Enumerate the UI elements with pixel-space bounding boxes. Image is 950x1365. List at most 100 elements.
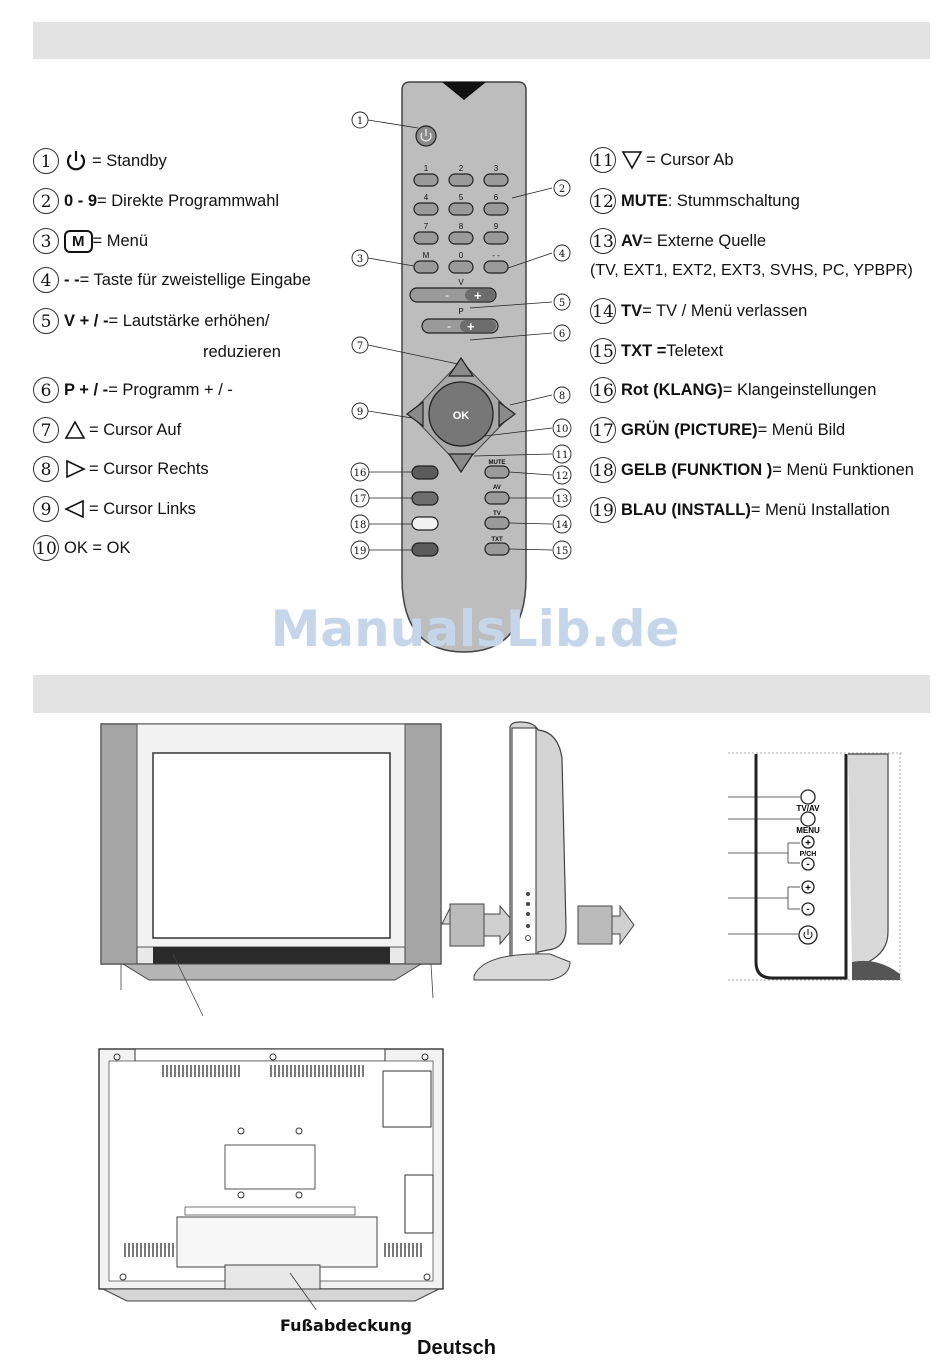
- svg-text:19: 19: [354, 546, 367, 557]
- txt-button: [484, 542, 510, 556]
- legend-number: 19: [590, 497, 616, 523]
- callout-18: [350, 514, 370, 534]
- program-up-side-button: [801, 835, 815, 849]
- legend-number: 17: [590, 417, 616, 443]
- legend-text: OK = OK: [64, 538, 131, 557]
- legend-number: 4: [33, 267, 59, 293]
- legend-text: Teletext: [666, 341, 724, 360]
- legend-text: = Menü Bild: [757, 420, 846, 439]
- svg-text:15: 15: [556, 546, 569, 557]
- rear-connector-panel: [382, 1070, 432, 1128]
- svg-text:4: 4: [559, 249, 565, 260]
- triangle-up-icon: [64, 420, 86, 439]
- tv-button: [484, 516, 510, 530]
- ok-button: [428, 381, 494, 447]
- svg-text:17: 17: [354, 494, 367, 505]
- legend-key: V + / -: [64, 311, 109, 330]
- volume-up-key: [465, 289, 495, 301]
- tv-side-view: [441, 721, 635, 981]
- program-plus-label: +: [467, 319, 475, 334]
- volume-up-side-button: [801, 880, 815, 894]
- legend-key: 0 - 9: [64, 191, 98, 210]
- callout-9: [351, 402, 369, 420]
- stand-cover-label: Fußabdeckung: [280, 1316, 412, 1335]
- legend-key: - -: [64, 270, 80, 289]
- cursor-right-button: [498, 400, 516, 428]
- cursor-up-button: [447, 356, 475, 377]
- callout-17: [350, 488, 370, 508]
- pch-label: P/CH: [800, 851, 817, 858]
- legend-number: 9: [33, 496, 59, 522]
- legend-item-12: 12 MUTE : Stummschaltung: [590, 188, 800, 214]
- legend-item-17: 17 GRÜN (PICTURE) = Menü Bild: [590, 417, 845, 443]
- legend-text: = Taste für zweistellige Eingabe: [79, 270, 311, 289]
- section-header-band-top: [33, 22, 930, 59]
- legend-item-1: 1 = Standby: [33, 148, 167, 174]
- svg-text:11: 11: [556, 450, 569, 461]
- dash-button: [483, 260, 509, 274]
- legend-text: = Cursor Rechts: [89, 459, 209, 478]
- mute-key-label: MUTE: [489, 460, 506, 466]
- callout-1: [351, 111, 369, 129]
- legend-number: 12: [590, 188, 616, 214]
- tv-stand: [121, 963, 423, 981]
- legend-number: 3: [33, 228, 59, 254]
- remote-callout-numbers: 1 2 3 4 5 6 7 8 9 10 11 12 13 14 15 16 1…: [350, 111, 572, 560]
- language-label: Deutsch: [417, 1337, 496, 1359]
- svg-text:-: -: [806, 859, 809, 870]
- svg-text:2: 2: [559, 184, 565, 195]
- dash-key-label: - -: [492, 251, 500, 260]
- legend-item-9: 9 = Cursor Links: [33, 496, 196, 522]
- callout-10: [552, 418, 572, 438]
- blue-button: [411, 542, 439, 557]
- legend-number: 10: [33, 535, 59, 561]
- mute-button: [484, 465, 510, 479]
- legend-item-6: 6 P + / - = Programm + / -: [33, 377, 233, 403]
- svg-text:6: 6: [559, 329, 565, 340]
- tv-side-stand: [473, 953, 571, 981]
- program-down-side-button: [801, 857, 815, 871]
- triangle-right-icon: [66, 459, 86, 479]
- legend-number: 14: [590, 298, 616, 324]
- callout-2: [553, 179, 571, 197]
- callout-14: [552, 514, 572, 534]
- menu-button: [413, 260, 439, 274]
- legend-item-13: 13 AV = Externe Quelle: [590, 228, 766, 254]
- svg-text:1: 1: [357, 116, 363, 127]
- svg-text:5: 5: [559, 298, 565, 309]
- red-button: [411, 465, 439, 480]
- legend-text: = Menü Funktionen: [772, 460, 914, 479]
- legend-text: = Externe Quelle: [642, 231, 767, 250]
- legend-item-8: 8 = Cursor Rechts: [33, 456, 209, 482]
- callout-3: [351, 249, 369, 267]
- svg-text:-: -: [806, 904, 809, 915]
- svg-text:18: 18: [354, 520, 367, 531]
- digit-5-label: 5: [459, 193, 464, 202]
- program-minus-label: -: [447, 319, 451, 333]
- legend-number: 5: [33, 308, 59, 334]
- digit-5-button: [448, 202, 474, 216]
- legend-text: = Cursor Ab: [646, 150, 734, 169]
- digit-keypad: 1 2 3 4 5 6 7 8 9 M 0 - -: [413, 164, 509, 274]
- svg-text:13: 13: [556, 494, 569, 505]
- svg-text:14: 14: [556, 520, 569, 531]
- arrow-right-icon: [483, 904, 517, 946]
- legend-text: = Lautstärke erhöhen/: [108, 311, 270, 330]
- tv-key-label: TV: [493, 511, 501, 517]
- digit-4-label: 4: [424, 193, 429, 202]
- side-panel-edge: [754, 754, 848, 980]
- legend-key: GELB (FUNKTION ): [621, 460, 773, 479]
- svg-text:12: 12: [556, 471, 569, 482]
- right-speaker: [404, 723, 442, 965]
- callout-6: [553, 324, 571, 342]
- tv-bottom-bar: [153, 947, 390, 964]
- legend-text: = Direkte Programmwahl: [97, 191, 280, 210]
- cursor-left-button: [406, 400, 424, 428]
- legend-number: 18: [590, 457, 616, 483]
- legend-number: 6: [33, 377, 59, 403]
- power-icon: [803, 931, 813, 940]
- legend-number: 16: [590, 377, 616, 403]
- legend-text: (TV, EXT1, EXT2, EXT3, SVHS, PC, YPBPR): [590, 262, 913, 279]
- svg-text:3: 3: [357, 254, 363, 265]
- left-speaker: [100, 723, 138, 965]
